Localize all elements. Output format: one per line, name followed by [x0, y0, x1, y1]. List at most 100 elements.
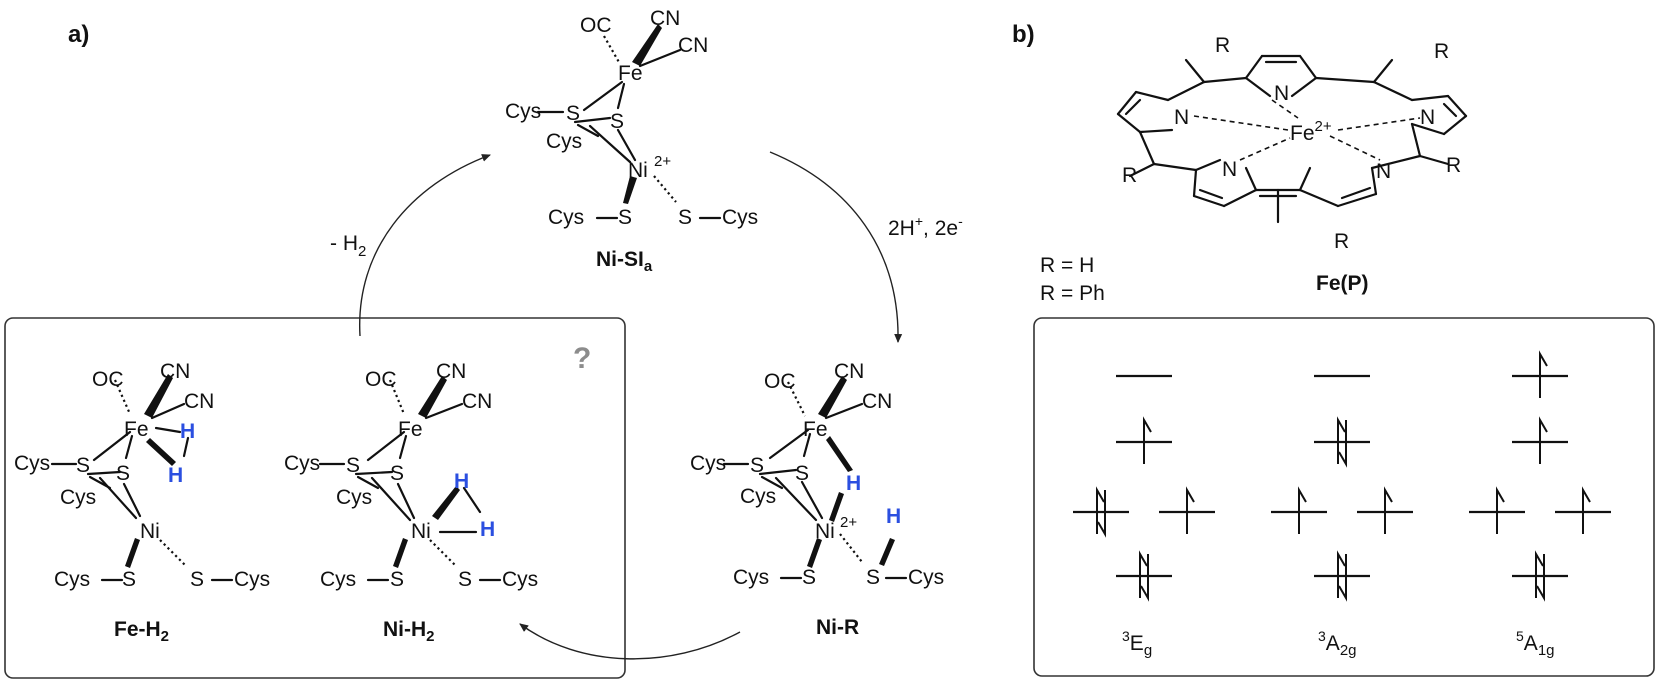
atom-fe: Fe — [398, 418, 423, 441]
porphyrin-structure: R R R R R N N N N N Fe2+ — [1116, 34, 1468, 253]
dihydrogen-h: H — [180, 420, 195, 443]
electron-spin-down — [1097, 490, 1106, 538]
arrow-right-label: 2H+, 2e- — [888, 213, 963, 240]
atom-ni: Ni — [140, 520, 160, 543]
question-mark: ? — [573, 342, 591, 375]
electron-spin-up — [1384, 486, 1393, 534]
electron-spin-down — [1140, 554, 1149, 602]
atom-s: S — [610, 110, 624, 133]
ligand-cn: CN — [462, 390, 492, 413]
atom-n: N — [1420, 106, 1435, 129]
orbital-diagrams — [1073, 350, 1611, 602]
electron-spin-down — [1536, 554, 1545, 602]
state-label: 3A2g — [1318, 628, 1357, 659]
r-option-h: R = H — [1040, 254, 1094, 277]
ligand-cn: CN — [650, 7, 680, 30]
electron-spin-down — [1338, 554, 1347, 602]
structure-ni-h2: OC CN CN Fe Cys S S Cys H H Ni Cys S S C… — [284, 360, 538, 645]
atom-s: S — [802, 566, 816, 589]
panel-b: b) — [1012, 21, 1655, 677]
cys-label: Cys — [908, 566, 944, 589]
atom-fe: Fe — [124, 418, 149, 441]
substituent-r: R — [1446, 154, 1461, 177]
dihydrogen-h: H — [480, 518, 495, 541]
electron-spin-up — [1143, 416, 1152, 464]
cys-label: Cys — [690, 452, 726, 475]
cys-label: Cys — [234, 568, 270, 591]
cys-label: Cys — [320, 568, 356, 591]
atom-n: N — [1222, 158, 1237, 181]
atom-fe: Fe — [803, 418, 828, 441]
electron-spin-up — [1298, 486, 1307, 534]
atom-n: N — [1274, 82, 1289, 105]
ligand-cn: CN — [436, 360, 466, 383]
cys-label: Cys — [548, 206, 584, 229]
electron-spin-up — [1337, 416, 1346, 464]
cys-label: Cys — [14, 452, 50, 475]
dihydrogen-h: H — [454, 470, 469, 493]
atom-s: S — [390, 462, 404, 485]
substituent-r: R — [1434, 40, 1449, 63]
substituent-r: R — [1215, 34, 1230, 57]
electron-spin-up — [1535, 550, 1544, 598]
atom-ni: Ni — [411, 520, 431, 543]
substituent-r: R — [1122, 164, 1137, 187]
electron-spin-up — [1096, 486, 1105, 534]
arrow-reduction — [769, 151, 903, 343]
electron-spin-up — [1539, 350, 1548, 398]
structure-fe-h2: OC CN CN Fe H H Cys S S Cys Ni Cys S S C… — [14, 360, 270, 645]
charge-2plus: 2+ — [654, 153, 671, 170]
cys-label: Cys — [284, 452, 320, 475]
atom-s: S — [750, 454, 764, 477]
cys-label: Cys — [722, 206, 758, 229]
atom-n: N — [1174, 106, 1189, 129]
atom-s: S — [566, 102, 580, 125]
ligand-oc: OC — [92, 368, 124, 391]
atom-s: S — [458, 568, 472, 591]
ligand-cn: CN — [862, 390, 892, 413]
species-label-ni-sia: Ni-SIa — [596, 248, 653, 275]
atom-s: S — [116, 462, 130, 485]
atom-fe: Fe — [618, 62, 643, 85]
atom-s: S — [346, 454, 360, 477]
structure-ni-sia: OC CN CN Fe Cys S S Cys Ni 2+ Cys S S Cy… — [505, 7, 758, 275]
ligand-cn: CN — [184, 390, 214, 413]
atom-s: S — [76, 454, 90, 477]
panel-a-label: a) — [68, 21, 89, 48]
electron-spin-down — [1338, 420, 1347, 468]
ligand-oc: OC — [365, 368, 397, 391]
arrow-ni-r-to-box — [519, 623, 741, 660]
panel-a: a) ? - H2 2H+, 2e- OC — [4, 7, 963, 679]
intermediate-box — [4, 317, 626, 679]
ligand-oc: OC — [764, 370, 796, 393]
species-label-fe-h2: Fe-H2 — [114, 618, 169, 645]
electron-spin-up — [1582, 486, 1591, 534]
electron-spin-up — [1139, 550, 1148, 598]
atom-ni: Ni — [815, 520, 835, 543]
arrow-left-label: - H2 — [330, 232, 366, 260]
proton-h: H — [886, 505, 901, 528]
atom-s: S — [678, 206, 692, 229]
state-label: 3Eg — [1122, 628, 1152, 659]
atom-s: S — [618, 206, 632, 229]
arrow-h2-release — [359, 154, 491, 337]
structure-ni-r: OC CN CN Fe Cys S S Cys H Ni 2+ H Cys S … — [690, 360, 944, 639]
cys-label: Cys — [336, 486, 372, 509]
atom-s: S — [795, 462, 809, 485]
panel-b-label: b) — [1012, 21, 1035, 48]
state-label: 5A1g — [1516, 628, 1555, 659]
atom-s: S — [866, 566, 880, 589]
r-option-ph: R = Ph — [1040, 282, 1105, 305]
cys-label: Cys — [733, 566, 769, 589]
electron-spin-up — [1337, 550, 1346, 598]
cys-label: Cys — [740, 485, 776, 508]
cys-label: Cys — [54, 568, 90, 591]
species-label-ni-r: Ni-R — [816, 616, 859, 639]
atom-n: N — [1376, 160, 1391, 183]
ligand-cn: CN — [678, 34, 708, 57]
electron-spin-up — [1496, 486, 1505, 534]
species-label-ni-h2: Ni-H2 — [383, 618, 435, 645]
cys-label: Cys — [546, 130, 582, 153]
ligand-cn: CN — [160, 360, 190, 383]
